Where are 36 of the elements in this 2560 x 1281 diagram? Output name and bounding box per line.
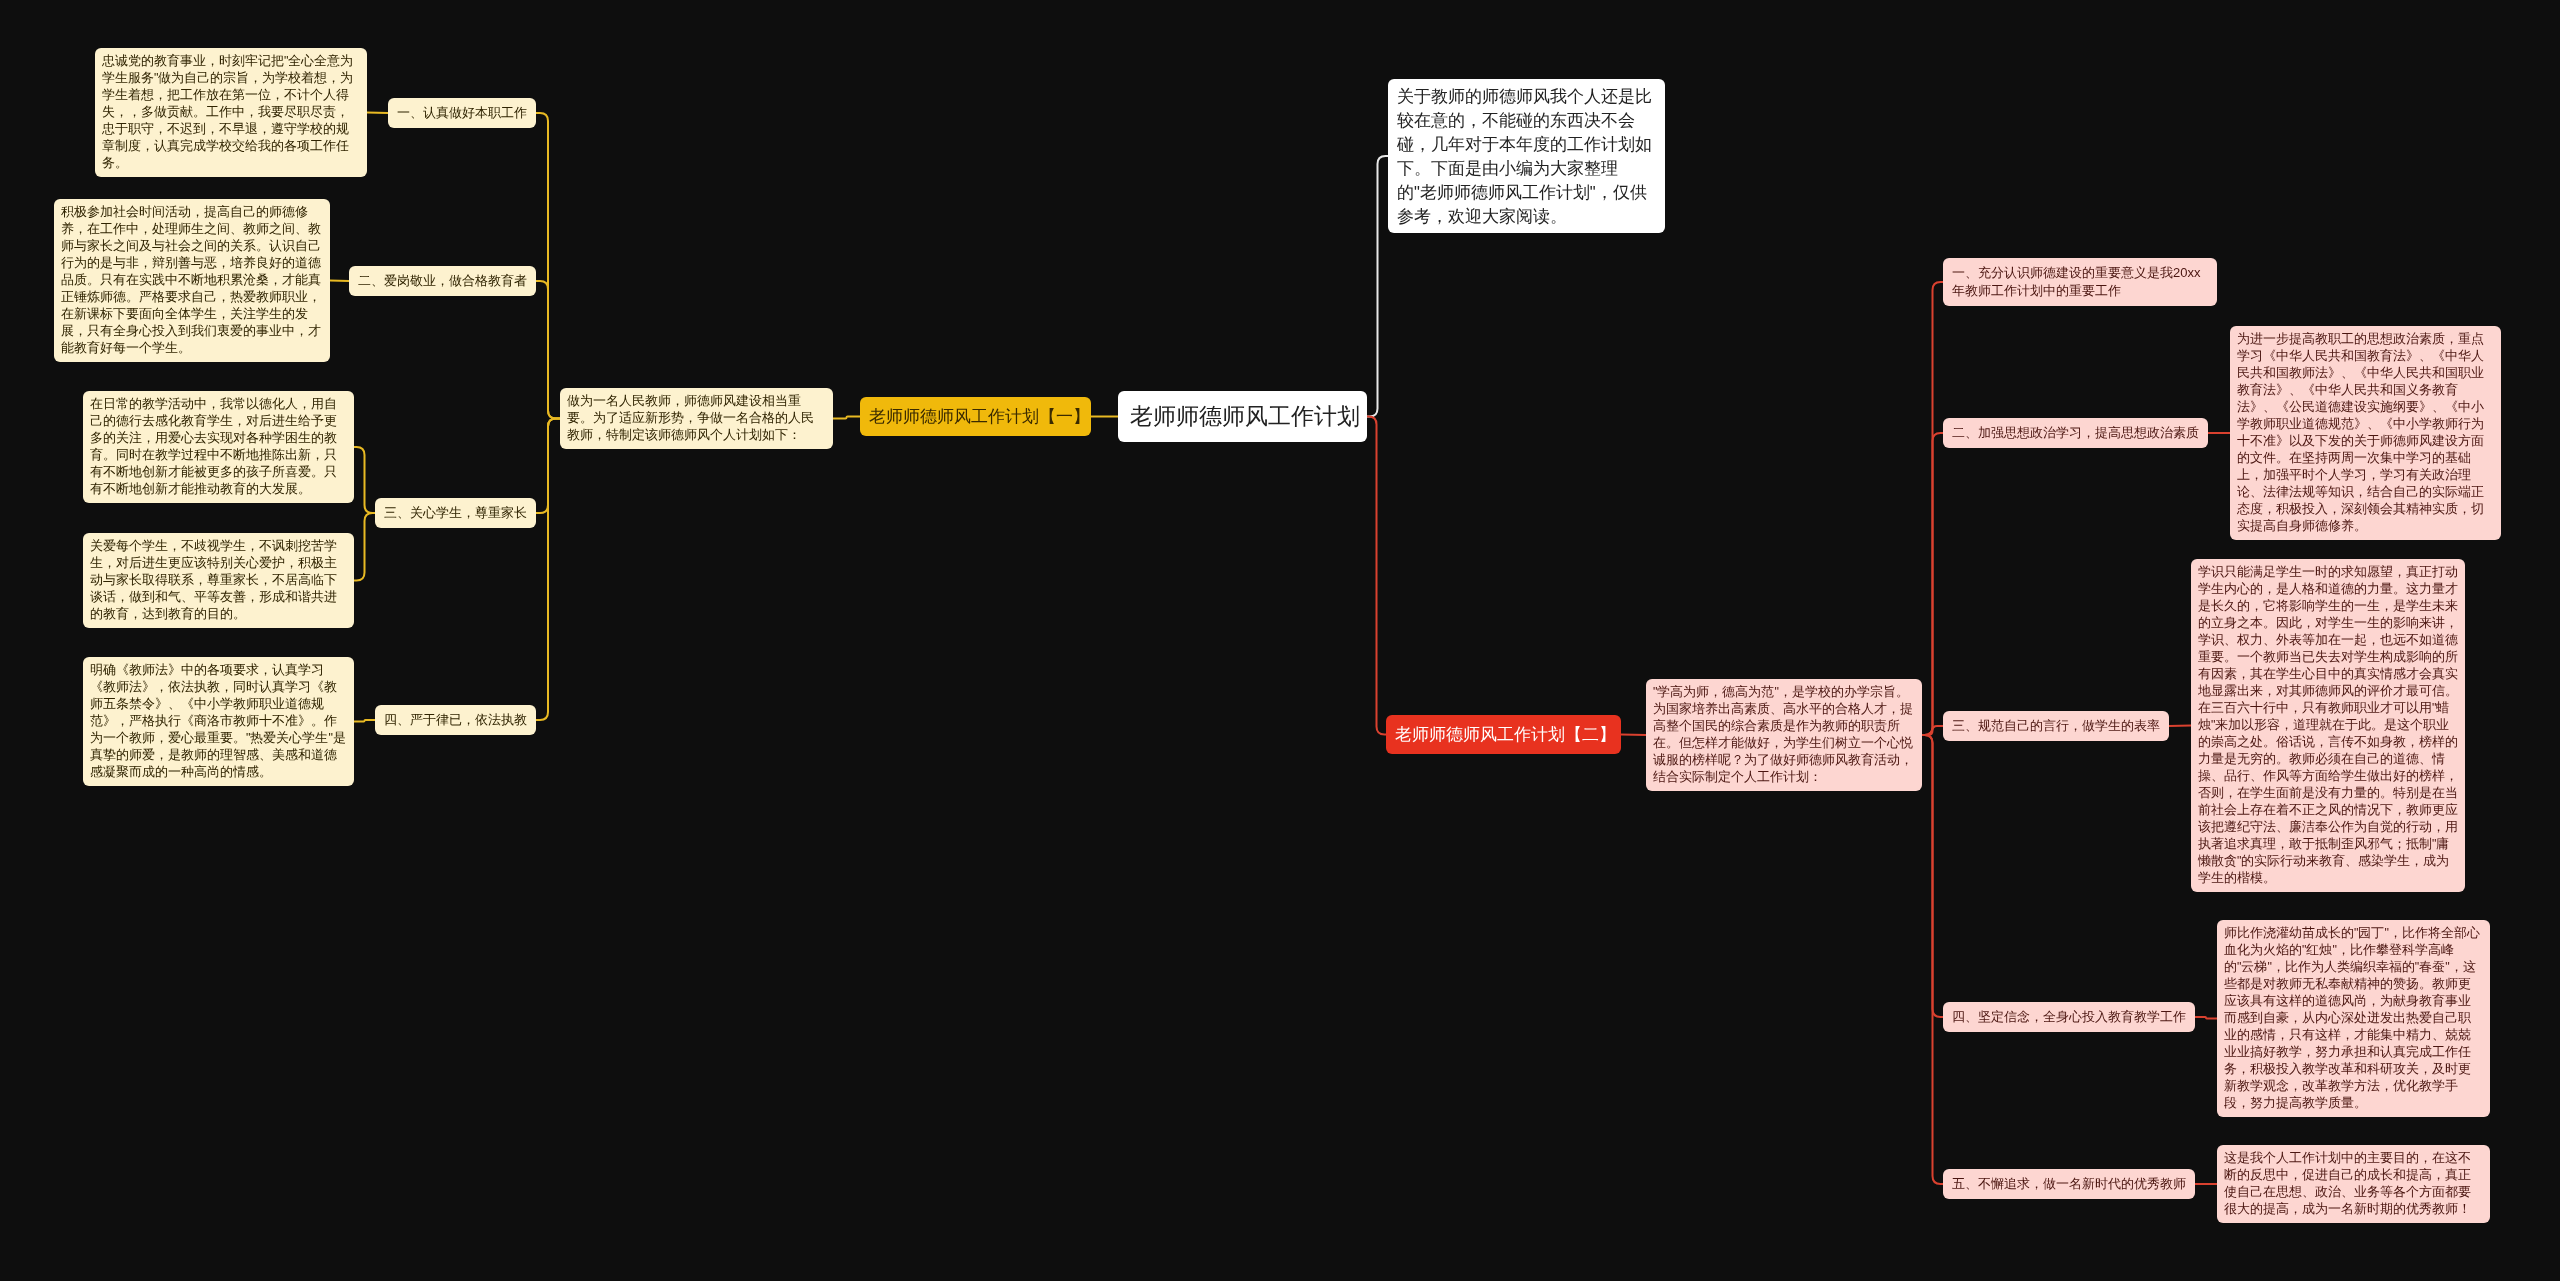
branch-box: 老师师德师风工作计划【一】 <box>860 397 1091 436</box>
connector-line <box>2194 1183 2218 1185</box>
connector-line <box>329 279 350 282</box>
topic-box: 五、不懈追求，做一名新时代的优秀教师 <box>1943 1169 2195 1199</box>
connector-line <box>535 417 561 721</box>
note-box: 关于教师的师德师风我个人还是比较在意的，不能碰的东西决不会碰，几年对于本年度的工作计划如下。下面是由小编为大家整理的"老师师德师风工作计划"，仅供参考，欢迎大家阅读。 <box>1388 79 1665 233</box>
note-box: 忠诚党的教育事业，时刻牢记把"全心全意为学生服务"做为自己的宗旨，为学校着想，为学生着想，把工作放在第一位，不计个人得失，，多做贡献。工作中，我要尽职尽责，忠于职守，不迟到，不早退，遵守学校的规章制度，认真完成学校交给我的各项工作任务。 <box>95 48 367 177</box>
connector-line <box>2207 432 2231 434</box>
note-box: 关爱每个学生，不歧视学生，不讽刺挖苦学生，对后进生更应该特别关心爱护，积极主动与家长取得联系，尊重家长，不居高临下谈话，做到和气、平等友善，形成和谐共进的教育，达到教育的目的。 <box>83 533 354 628</box>
note-box: 明确《教师法》中的各项要求，认真学习《教师法》，依法执教，同时认真学习《教师五条禁令》、《中小学教师职业道德规范》，严格执行《商洛市教师十不准》。作为一个教师，爱心最重要。"热爱关心学生"是真挚的师爱，是教师的理智感、美感和道德感凝聚而成的一种高尚的情感。 <box>83 657 354 786</box>
topic-box: 二、加强思想政治学习，提高思想政治素质 <box>1943 418 2208 448</box>
topic-box: 一、充分认识师德建设的重要意义是我20xx年教师工作计划中的重要工作 <box>1943 258 2217 306</box>
connector-line <box>366 111 389 114</box>
connector-line <box>2168 724 2192 727</box>
note-box: 做为一名人民教师，师德师风建设相当重要。为了适应新形势，争做一名合格的人民教师，特制定该师德师风个人计划如下： <box>560 388 833 449</box>
topic-box: 三、规范自己的言行，做学生的表率 <box>1943 711 2169 741</box>
topic-box: 四、严于律已，依法执教 <box>375 705 536 735</box>
connector-line <box>832 415 861 420</box>
topic-box: 四、坚定信念，全身心投入教育教学工作 <box>1943 1002 2195 1032</box>
note-box: 学识只能满足学生一时的求知愿望，真正打动学生内心的，是人格和道德的力量。这力量才是长久的，它将影响学生的一生，是学生未来的立身之本。因此，对学生一生的影响来讲，学识、权力、外表等加在一起，也远不如道德重要。一个教师当已失去对学生构成影响的所有因素，其在学生心目中的真实情感才会真实地显露出来，对其师德师风的评价才最可信。在三百六十行中，只有教师职业才可以用"蜡烛"来加以形容，道理就在于此。是这个职业的崇高之处。俗话说，言传不如身教，榜样的力量是无穷的。教师必须在自己的道德、情操、品行、作风等方面给学生做出好的榜样，否则，在学生面前是没有力量的。特别是在当前社会上存在着不正之风的情况下，教师更应该把遵纪守法、廉洁奉公作为自觉的行动，用执著追求真理，敢于抵制歪风邪气；抵制"庸懒散贪"的实际行动来教育、感染学生，成为学生的楷模。 <box>2191 559 2465 892</box>
note-box: 为进一步提高教职工的思想政治素质，重点学习《中华人民共和国教育法》、《中华人民共和国教师法》、《中华人民共和国职业教育法》、《中华人民共和国义务教育法》、《公民道德建设实施纲要》、《中小学教师职业道德规范》、《中小学教师行为十不准》以及下发的关于师德师风建设方面的文件。在坚持两周一次集中学习的基础上，加强平时个人学习，学习有关政治理论、法律法规等知识，结合自己的实际端正态度，积极投入，深刻领会其精神实质，切实提高自身师德修养。 <box>2230 326 2501 540</box>
central-topic-box: 老师师德师风工作计划 <box>1118 391 1367 442</box>
connector-line <box>1620 733 1647 736</box>
topic-box: 三、关心学生，尊重家长 <box>375 498 536 528</box>
connector-line <box>1090 415 1119 418</box>
note-box: "学高为师，德高为范"，是学校的办学宗旨。为国家培养出高素质、高水平的合格人才，提高整个国民的综合素质是作为教师的职责所在。但怎样才能做好，为学生们树立一个心悦诚服的榜样呢？为了做好师德师风教育活动，结合实际制定个人工作计划： <box>1646 679 1922 791</box>
connector-line <box>353 719 376 723</box>
note-box: 这是我个人工作计划中的主要目的，在这不断的反思中，促进自己的成长和提高，真正使自己在思想、政治、业务等各个方面都要很大的提高，成为一名新时期的优秀教师！ <box>2217 1145 2490 1223</box>
topic-box: 一、认真做好本职工作 <box>388 98 536 128</box>
branch-box: 老师师德师风工作计划【二】 <box>1386 715 1621 754</box>
connector-line <box>1366 415 1387 736</box>
topic-box: 二、爱岗敬业，做合格教育者 <box>349 266 536 296</box>
note-box: 在日常的教学活动中，我常以德化人，用自己的德行去感化教育学生，对后进生给予更多的关注，用爱心去实现对各种学困生的教育。同时在教学过程中不断地推陈出新，只有不断地创新才能被更多的孩子所喜爱。只有不断地创新才能推动教育的大发展。 <box>83 391 354 503</box>
note-box: 积极参加社会时间活动，提高自己的师德修养，在工作中，处理师生之间、教师之间、教师与家长之间及与社会之间的关系。认识自己行为的是与非，辩别善与恶，培养良好的道德品质。只有在实践中不断地积累沧桑，才能真正锤炼师德。严格要求自己，热爱教师职业，在新课标下要面向全体学生，关注学生的发展，只有全身心投入到我们衷爱的事业中，才能教育好每一个学生。 <box>54 199 330 362</box>
note-box: 师比作浇灌幼苗成长的"园丁"，比作将全部心血化为火焰的"红烛"，比作攀登科学高峰的"云梯"，比作为人类编织幸福的"春蚕"，这些都是对教师无私奉献精神的赞扬。教师更应该具有这样的道德风尚，为献身教育事业而感到自豪，从内心深处迸发出热爱自己职业的感情，只有这样，才能集中精力、兢兢业业搞好教学，努力承担和认真完成工作任务，积极投入教学改革和科研攻关，及时更新教学观念，改革教学方法，优化教学手段，努力提高教学质量。 <box>2217 920 2490 1117</box>
connector-line <box>2194 1016 2218 1020</box>
